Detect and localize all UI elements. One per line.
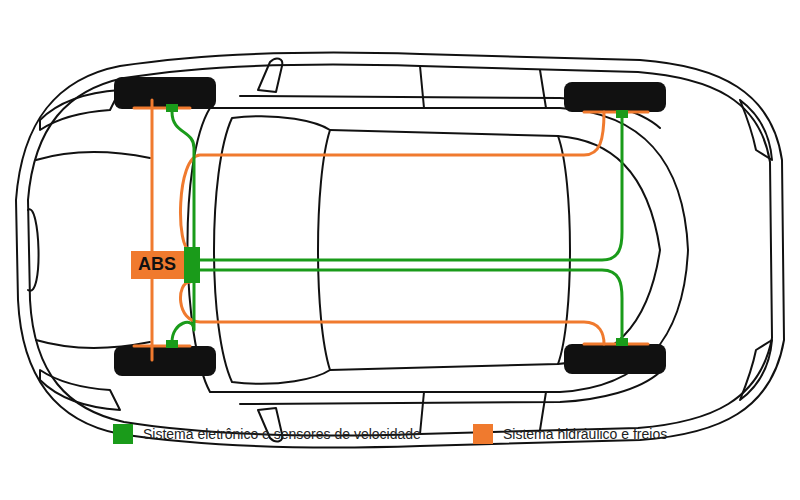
sensor-wire — [172, 112, 194, 250]
car-body-outline — [16, 53, 784, 448]
wheel-speed-sensor — [166, 104, 178, 112]
taillight — [740, 100, 772, 160]
hood-line — [36, 152, 150, 160]
wheel-speed-sensor — [616, 110, 628, 118]
sensor-wire — [200, 114, 622, 260]
legend-swatch — [113, 424, 133, 444]
car-body-inner-line — [28, 65, 772, 436]
wheel — [564, 82, 666, 112]
brake-line — [134, 107, 190, 110]
wheel — [564, 344, 666, 374]
wheel-speed-sensor — [616, 338, 628, 346]
legend-label: Sistema hidráulico e freios — [503, 426, 667, 442]
door-line — [540, 70, 546, 108]
sensor-wire — [200, 270, 622, 342]
sensor-wire — [172, 282, 194, 342]
legend-label: Sistema eletrônico e sensores de velocid… — [143, 426, 421, 442]
roof — [330, 130, 570, 370]
side-window-line — [240, 372, 660, 404]
brake-line — [134, 345, 190, 348]
grille — [28, 209, 39, 290]
rear-window — [558, 136, 660, 364]
abs-module: ABS — [131, 251, 184, 279]
abs-connector — [184, 247, 200, 283]
cabin-outline — [187, 108, 688, 392]
wheel — [114, 77, 216, 109]
door-line — [420, 66, 424, 108]
wheel — [114, 346, 216, 376]
brake-line — [181, 282, 604, 344]
legend-item: Sistema eletrônico e sensores de velocid… — [113, 424, 421, 444]
door-line — [540, 392, 546, 430]
legend-swatch — [473, 424, 493, 444]
brake-line — [151, 100, 154, 360]
legend-item: Sistema hidráulico e freios — [473, 424, 667, 444]
wheel-speed-sensor — [166, 340, 178, 348]
module-label: ABS — [138, 254, 177, 276]
taillight — [740, 340, 772, 400]
side-mirror — [258, 59, 282, 92]
headlight — [40, 90, 120, 130]
headlight — [40, 370, 120, 410]
brake-line — [181, 112, 604, 250]
